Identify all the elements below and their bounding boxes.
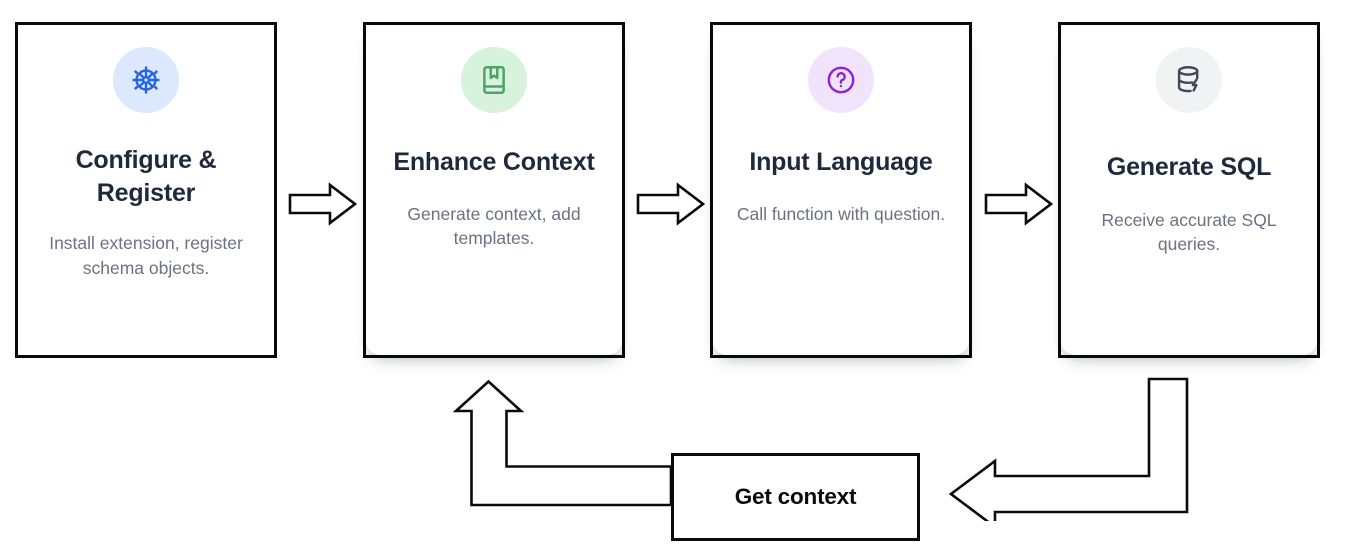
book-bookmark-icon-circle (461, 47, 527, 113)
right-arrow-icon (636, 182, 706, 226)
step-title: Generate SQL (1106, 153, 1272, 181)
connector-loop-right (938, 376, 1200, 521)
left-then-up-arrow-icon (452, 379, 673, 507)
right-arrow-icon (288, 182, 358, 226)
connector-arrow-1-2 (288, 182, 358, 226)
step-title: Configure & Register (75, 146, 217, 207)
step-title: Enhance Context (393, 148, 595, 176)
step-card-configure-register[interactable]: Configure & Register Install extension, … (15, 22, 277, 358)
get-context-box[interactable]: Get context (671, 453, 920, 541)
step-description: Receive accurate SQL queries. (1101, 209, 1277, 255)
connector-loop-left (443, 376, 693, 541)
get-context-label: Get context (734, 484, 857, 509)
connector-arrow-3-4 (984, 182, 1054, 226)
gear-icon (132, 66, 160, 94)
connector-arrow-2-3 (636, 182, 706, 226)
step-card-generate-sql[interactable]: Generate SQL Receive accurate SQL querie… (1058, 22, 1320, 358)
down-then-left-arrow-icon (948, 377, 1189, 521)
card-body: Configure & Register Install extension, … (18, 25, 274, 355)
question-circle-icon-circle (808, 47, 874, 113)
card-body: Input Language Call function with questi… (713, 25, 969, 355)
step-card-input-language[interactable]: Input Language Call function with questi… (710, 22, 972, 358)
step-description: Call function with question. (736, 203, 946, 224)
database-bolt-icon (1177, 66, 1199, 93)
step-title: Input Language (749, 148, 933, 176)
step-description: Generate context, add templates. (407, 203, 581, 249)
step-description: Install extension, register schema objec… (49, 233, 243, 278)
card-body: Generate SQL Receive accurate SQL querie… (1061, 25, 1317, 355)
step-card-enhance-context[interactable]: Enhance Context Generate context, add te… (363, 22, 625, 358)
book-bookmark-icon (483, 66, 505, 94)
question-circle-icon (827, 66, 855, 94)
right-arrow-icon (984, 182, 1054, 226)
gear-icon-circle (113, 47, 179, 113)
database-bolt-icon-circle (1156, 47, 1222, 113)
card-body: Enhance Context Generate context, add te… (366, 25, 622, 355)
